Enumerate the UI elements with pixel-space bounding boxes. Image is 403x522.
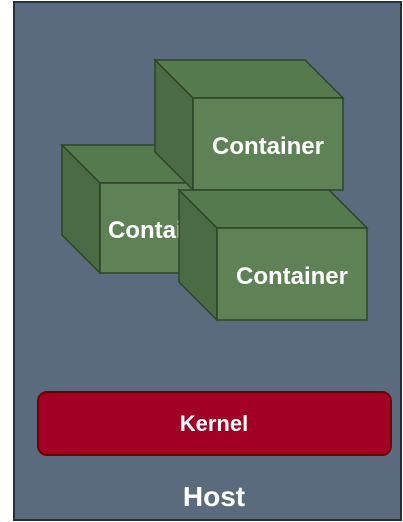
kernel-box: [37, 391, 392, 456]
container-front-front: [216, 227, 368, 321]
container-top-front: [192, 97, 344, 191]
container-back-left-label: Container: [108, 217, 220, 244]
container-top-label: Container: [212, 133, 324, 160]
container-front-label: Container: [236, 263, 348, 290]
host-label: Host: [183, 481, 245, 512]
container-front: Container: [177, 188, 369, 322]
kernel-label: Kernel: [180, 411, 248, 436]
container-top: Container: [153, 58, 345, 192]
